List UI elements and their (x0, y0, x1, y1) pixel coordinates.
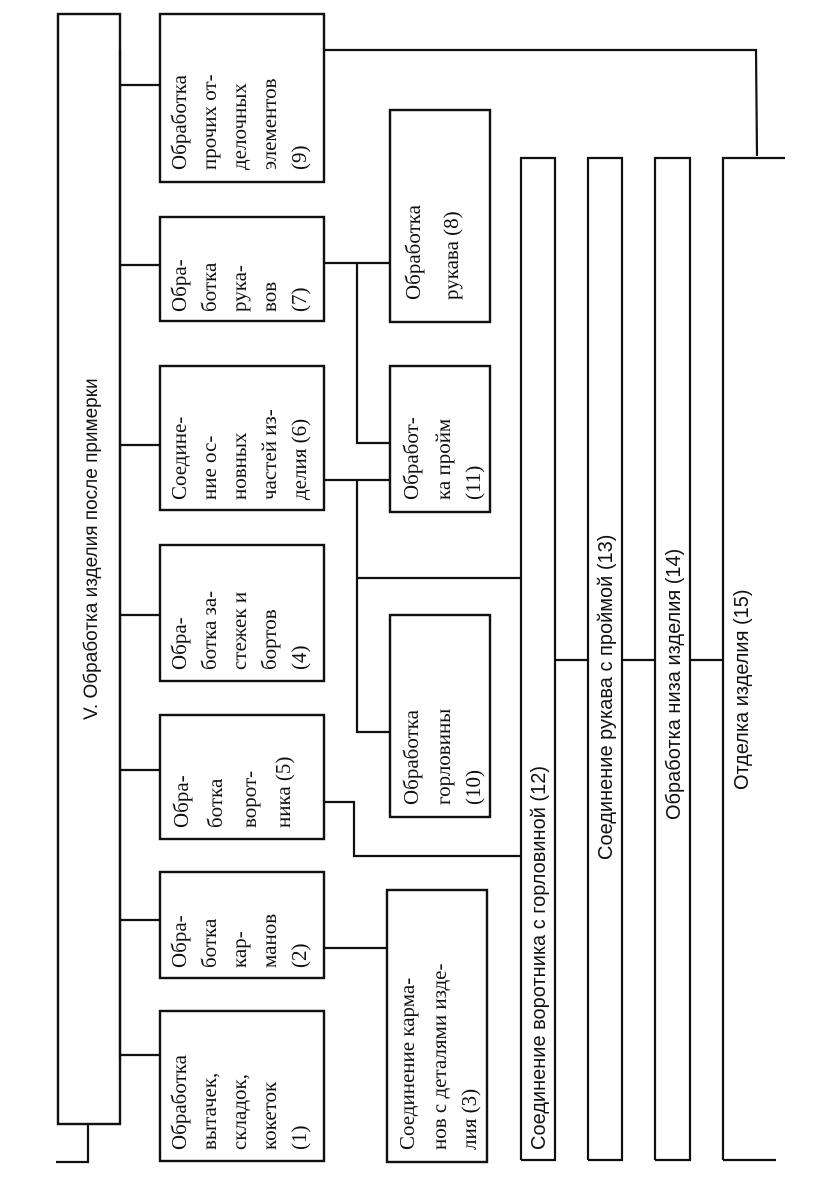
box-n13-text: Соединение рукава с проймой (13) (595, 535, 617, 860)
box-n4-text: Обра- ботка за- стежек и бортов (4) (167, 591, 311, 670)
connector-7-to-11 (355, 263, 390, 445)
svg-text:(11): (11) (461, 466, 485, 500)
svg-text:Обра-: Обра- (167, 617, 191, 670)
svg-text:Обработка: Обработка (167, 74, 191, 170)
svg-text:ботка: ботка (203, 778, 227, 828)
box-n7-text: Обра- ботка рука- вов (7) (167, 259, 311, 312)
svg-text:(9): (9) (287, 146, 311, 171)
svg-text:прочих от-: прочих от- (197, 74, 221, 170)
box-n1 (158, 1009, 326, 1163)
box-n12-text: Соединение воротника с горловиной (12) (528, 766, 550, 1150)
box-n5-text: Обра- ботка ворот- ника (5) (169, 757, 295, 828)
svg-text:(7): (7) (287, 288, 311, 313)
connector-6-to-10 (355, 480, 390, 734)
box-n2-text: Обра- ботка кар- манов (2) (167, 914, 311, 968)
svg-text:(4): (4) (287, 646, 311, 671)
svg-text:Обработка: Обработка (167, 1054, 191, 1150)
svg-text:(2): (2) (287, 944, 311, 969)
box-n5 (158, 713, 326, 841)
svg-text:Обработка: Обработка (399, 709, 423, 805)
box-n8 (388, 108, 492, 324)
svg-text:Обра-: Обра- (167, 259, 191, 312)
svg-text:манов: манов (257, 914, 281, 968)
svg-text:горловины: горловины (431, 709, 455, 805)
svg-text:(10): (10) (461, 770, 485, 805)
box-n6 (158, 364, 326, 512)
box-n3-text: Соединение карма- нов с деталями изде- л… (395, 964, 481, 1151)
svg-text:ворот-: ворот- (237, 771, 261, 828)
diagram-title: V. Обработка изделия после примерки (81, 378, 102, 720)
svg-text:Обработ-: Обработ- (399, 417, 423, 500)
svg-text:Обра-: Обра- (167, 915, 191, 968)
svg-text:новных: новных (227, 432, 251, 500)
box-n12 (519, 156, 557, 1162)
box-n8-text: Обработка рукава (8) (401, 204, 463, 300)
svg-text:лия (3): лия (3) (457, 1089, 481, 1150)
box-n10 (388, 613, 492, 819)
box-n14 (653, 156, 692, 1162)
svg-text:делочных: делочных (227, 83, 251, 170)
box-n14-text: Обработка низа изделия (14) (663, 549, 685, 820)
svg-text:частей из-: частей из- (257, 409, 281, 500)
svg-text:Обра-: Обра- (169, 775, 193, 828)
svg-text:стежек и: стежек и (227, 592, 251, 670)
svg-text:бортов: бортов (257, 609, 281, 670)
svg-text:рукава (8): рукава (8) (439, 211, 463, 300)
svg-text:вытачек,: вытачек, (197, 1073, 221, 1150)
connector-9-to-15 (324, 48, 759, 157)
svg-text:Соедине-: Соедине- (167, 417, 191, 500)
svg-text:Обработка: Обработка (401, 204, 425, 300)
svg-text:нов с деталями изде-: нов с деталями изде- (427, 964, 451, 1151)
svg-text:кокеток: кокеток (257, 1081, 281, 1150)
svg-text:складок,: складок, (227, 1074, 251, 1150)
svg-text:ника (5): ника (5) (271, 757, 295, 828)
svg-text:ние ос-: ние ос- (197, 436, 221, 500)
svg-text:рука-: рука- (227, 265, 251, 312)
title-block (56, 12, 122, 1126)
connector-title-stub (56, 1124, 90, 1164)
svg-text:ботка за-: ботка за- (197, 591, 221, 670)
svg-text:делия (6): делия (6) (287, 419, 311, 500)
svg-text:элементов: элементов (257, 78, 281, 170)
box-n2 (158, 870, 326, 980)
svg-text:кар-: кар- (227, 931, 251, 968)
box-n3 (385, 888, 489, 1164)
svg-text:ка пройм: ка пройм (431, 419, 455, 500)
svg-text:ботка: ботка (197, 918, 221, 968)
svg-text:ботка: ботка (197, 262, 221, 312)
box-n11-text: Обработ- ка пройм (11) (399, 417, 485, 500)
svg-text:вов: вов (257, 282, 281, 312)
box-n15-text: Отделка изделия (15) (731, 589, 753, 790)
box-n13 (586, 156, 624, 1162)
box-n4 (158, 543, 326, 683)
box-n10-text: Обработка горловины (10) (399, 709, 485, 805)
box-n9-text: Обработка прочих от- делочных элементов … (167, 74, 311, 170)
box-n6-text: Соедине- ние ос- новных частей из- делия… (167, 409, 311, 500)
box-n9 (158, 12, 326, 184)
box-n1-text: Обработка вытачек, складок, кокеток (1) (167, 1054, 311, 1150)
connector-5-to-12 (324, 800, 520, 858)
box-n11 (388, 364, 492, 514)
box-n7 (158, 215, 326, 323)
svg-text:Соединение карма-: Соединение карма- (395, 978, 419, 1150)
svg-text:(1): (1) (287, 1126, 311, 1151)
